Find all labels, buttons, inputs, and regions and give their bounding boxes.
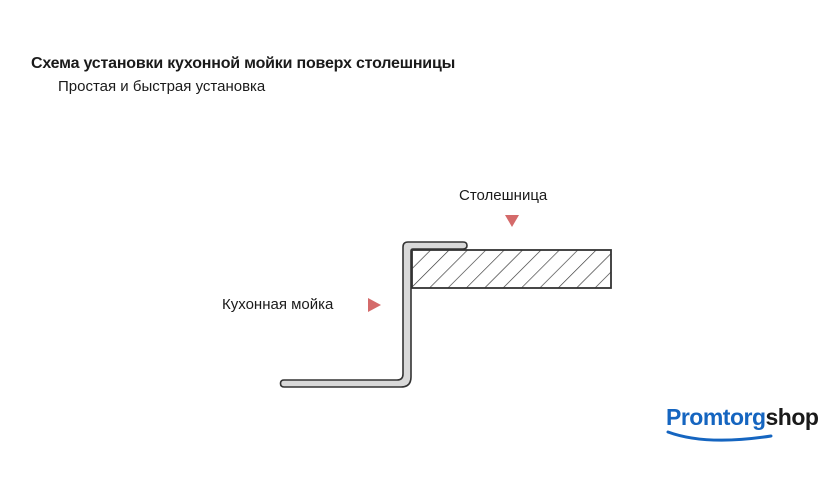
countertop-marker-icon [505,215,519,227]
countertop-label: Столешница [459,187,548,204]
brand-logo-part2: shop [765,404,819,430]
countertop-outline [411,249,612,289]
countertop-fill [412,250,611,288]
sink-marker-icon [368,298,381,312]
page-subtitle: Простая и быстрая установка [58,78,266,95]
sink-edge-profile [279,241,468,388]
page-title: Схема установки кухонной мойки поверх ст… [31,55,456,72]
logo-swoosh-icon [666,430,773,442]
brand-logo-part1: Promtorg [666,404,766,430]
sink-label: Кухонная мойка [222,296,334,313]
brand-logo-text: Promtorgshop [666,404,819,431]
brand-logo: Promtorgshop [666,404,836,450]
sink-edge-outline [279,241,468,388]
countertop [411,249,612,289]
